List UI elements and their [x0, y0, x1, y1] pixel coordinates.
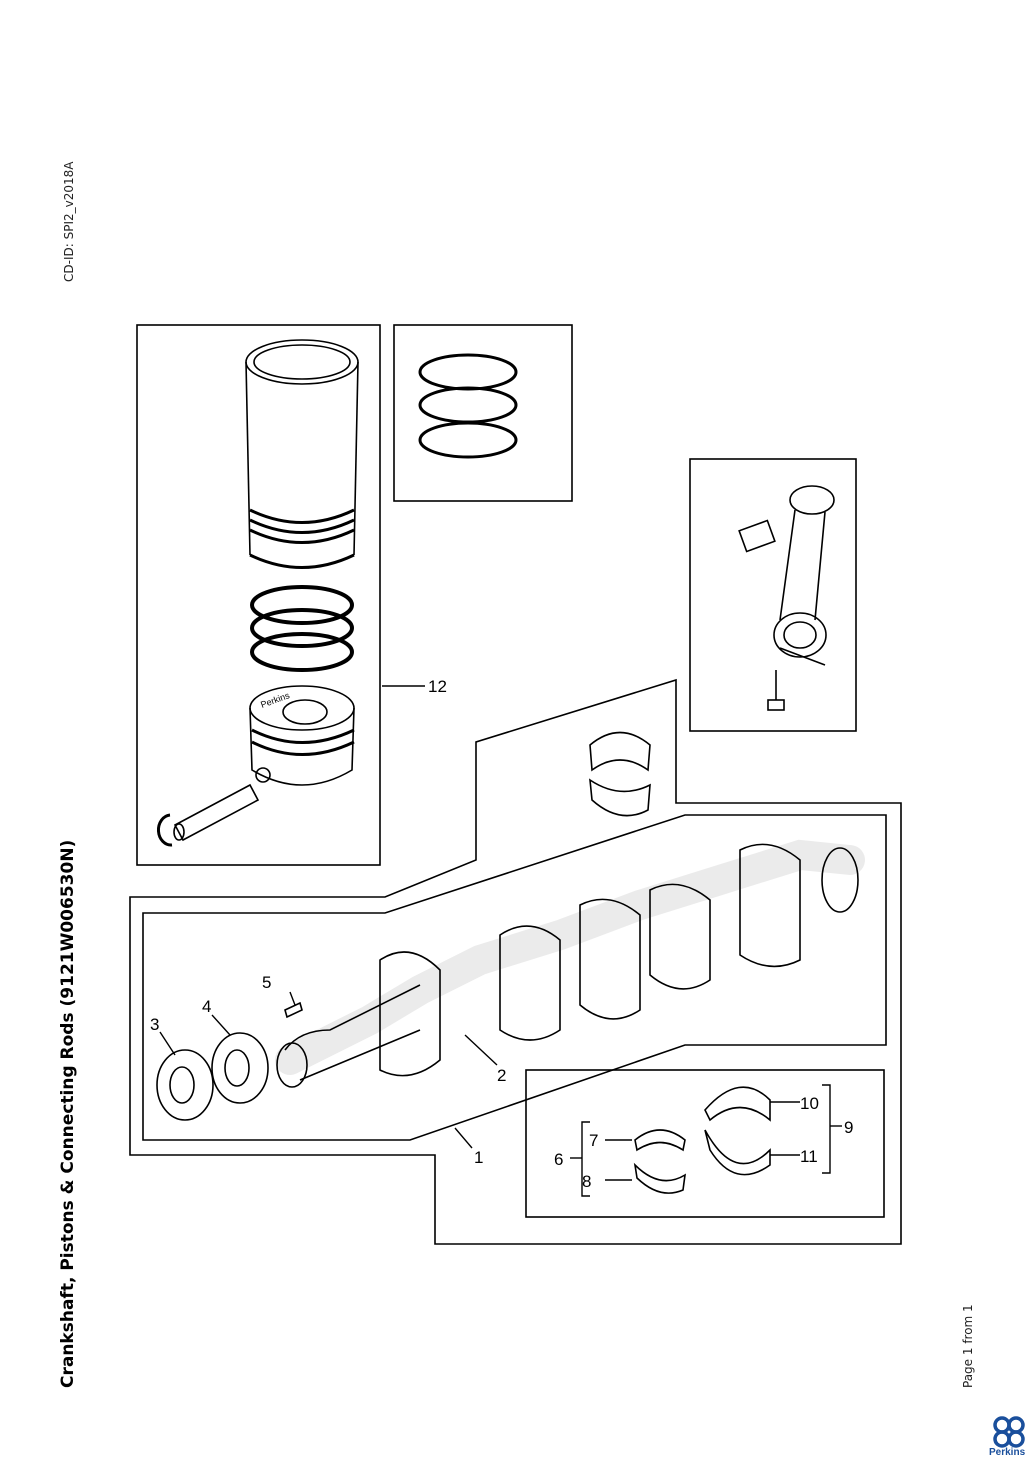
perkins-logo-icon: [993, 1416, 1025, 1448]
callout-12: 12: [428, 677, 447, 696]
callout-2: 2: [497, 1066, 506, 1085]
callout-9: 9: [844, 1118, 853, 1137]
con-rod-bearing-shells: [589, 731, 651, 817]
callout-11: 11: [800, 1147, 818, 1166]
piston-rings: [418, 353, 518, 459]
callout-8: 8: [582, 1172, 591, 1191]
callout-6: 6: [554, 1150, 563, 1169]
liner-piston-frame: [136, 324, 381, 866]
gudgeon-pin: [156, 783, 260, 847]
callout-4: 4: [202, 997, 211, 1016]
crankshaft-frame: [142, 814, 887, 1141]
callout-7: 7: [589, 1131, 598, 1150]
crankshaft-group-outline: [129, 678, 902, 1245]
bearings-frame: [525, 1069, 885, 1218]
main-bearings: [633, 1086, 771, 1194]
callout-5: 5: [262, 973, 271, 992]
crankshaft: [275, 839, 865, 1088]
connecting-rod: [738, 485, 835, 711]
cylinder-liner: [245, 339, 359, 569]
timing-gears: [156, 1032, 269, 1121]
connecting-rod-frame: [689, 458, 857, 732]
callout-3: 3: [150, 1015, 159, 1034]
piston-rings-frame: [393, 324, 573, 502]
seal-rings: [250, 585, 354, 672]
piston: Perkins: [249, 685, 355, 786]
callout-1: 1: [474, 1148, 483, 1167]
callout-10: 10: [800, 1094, 819, 1113]
leader-lines: [159, 685, 842, 1197]
logo-text: Perkins: [989, 1447, 1026, 1458]
